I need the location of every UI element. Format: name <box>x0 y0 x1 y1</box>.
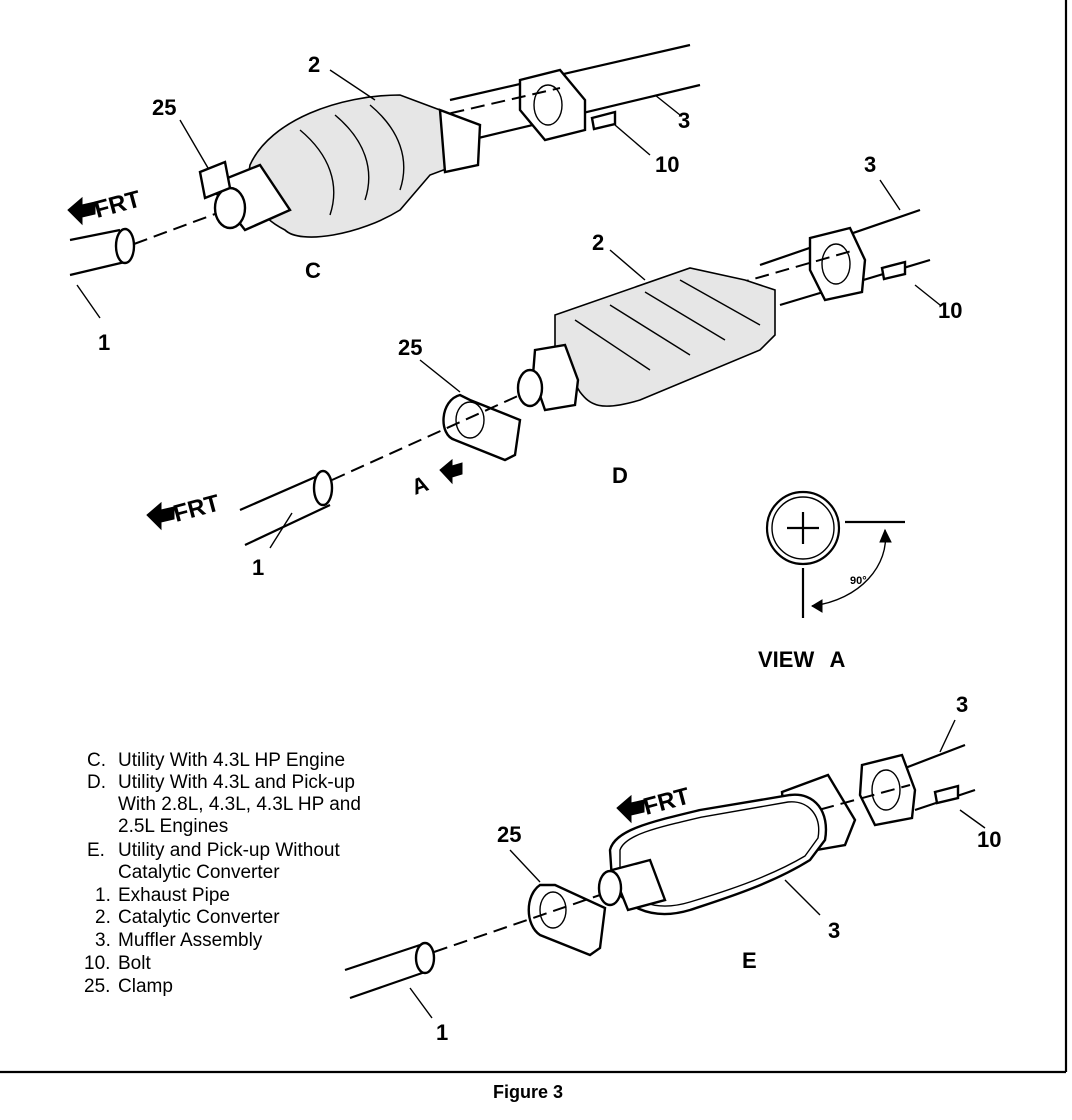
view-c-assembly <box>69 43 701 319</box>
view-e-callout-1: 1 <box>436 1020 448 1045</box>
view-d-callout-1: 1 <box>252 555 264 580</box>
svg-text:3.Muffler Assembly: 3. Muffler Assembly <box>95 930 263 951</box>
view-c-callout-10: 10 <box>655 152 679 177</box>
view-c-frt-label: FRT <box>92 186 144 224</box>
legend-key: C. <box>87 750 106 771</box>
legend-text: Muffler Assembly <box>118 930 263 951</box>
legend-text: 2.5L Engines <box>118 816 228 837</box>
legend-key: 1. <box>95 885 111 906</box>
view-a-arrow: A <box>408 458 463 500</box>
svg-text:D.Utility With 4.3L and Pick-u: D. Utility With 4.3L and Pick-up <box>87 772 355 793</box>
legend: C. Utility With 4.3L HP Engine D. Utility … <box>84 750 361 997</box>
view-c-flange <box>518 68 587 142</box>
view-e-callout-3: 3 <box>828 918 840 943</box>
view-d-letter: D <box>612 463 628 488</box>
legend-text: With 2.8L, 4.3L, 4.3L HP and <box>118 794 361 815</box>
svg-text:C.Utility With 4.3L HP Engine: C. Utility With 4.3L HP Engine <box>87 750 345 771</box>
view-d-callout-25: 25 <box>398 335 422 360</box>
view-e-muffler <box>608 793 828 915</box>
view-e-clamp <box>527 883 607 957</box>
svg-text:10.Bolt: 10. Bolt <box>84 953 151 974</box>
view-e-letter: E <box>742 948 757 973</box>
figure-caption: Figure 3 <box>493 1082 563 1102</box>
view-c-letter: C <box>305 258 321 283</box>
legend-key: 10. <box>84 953 110 974</box>
view-d-callout-10: 10 <box>938 298 962 323</box>
view-d-assembly <box>239 179 941 549</box>
view-e-bolt <box>933 784 960 805</box>
legend-text: Exhaust Pipe <box>118 885 230 906</box>
view-c-clamp <box>198 160 232 200</box>
view-c-callout-1: 1 <box>98 330 110 355</box>
svg-text:E.Utility and Pick-up Without: E. Utility and Pick-up Without <box>87 840 340 861</box>
legend-text: Clamp <box>118 976 173 997</box>
view-d-flange <box>808 226 867 302</box>
view-a-arrow-letter: A <box>408 471 432 500</box>
view-c-callout-25: 25 <box>152 95 176 120</box>
view-a-angle: 90° <box>850 575 867 587</box>
view-a-detail <box>765 490 905 618</box>
view-d-callout-3: 3 <box>864 152 876 177</box>
view-a-title: VIEW A <box>758 647 846 672</box>
legend-key: 3. <box>95 930 111 951</box>
view-c-callout-3: 3 <box>678 108 690 133</box>
view-d-frt-label: FRT <box>171 490 223 528</box>
legend-key: 25. <box>84 976 110 997</box>
view-e-callout-25: 25 <box>497 822 521 847</box>
legend-text: Catalytic Converter <box>118 862 280 883</box>
legend-key: 2. <box>95 907 111 928</box>
legend-text: Utility With 4.3L and Pick-up <box>118 772 355 793</box>
view-c-frt-arrow: FRT <box>67 186 144 226</box>
legend-text: Utility With 4.3L HP Engine <box>118 750 345 771</box>
svg-text:1.Exhaust Pipe: 1. Exhaust Pipe <box>95 885 230 906</box>
view-e-assembly <box>344 719 986 1019</box>
view-c-callout-2: 2 <box>308 52 320 77</box>
view-e-callout-3-top: 3 <box>956 692 968 717</box>
view-d-catalytic-converter <box>554 267 776 407</box>
legend-key: D. <box>87 772 106 793</box>
legend-text: Utility and Pick-up Without <box>118 840 340 861</box>
legend-text: Bolt <box>118 953 151 974</box>
view-d-frt-arrow: FRT <box>146 490 223 531</box>
view-e-callout-10: 10 <box>977 827 1001 852</box>
view-e-flange <box>858 753 917 827</box>
legend-text: Catalytic Converter <box>118 907 280 928</box>
view-d-bolt <box>880 260 907 281</box>
view-c-bolt <box>590 110 617 131</box>
view-d-callout-2: 2 <box>592 230 604 255</box>
svg-text:25.Clamp: 25. Clamp <box>84 976 173 997</box>
svg-text:2.Catalytic Converter: 2. Catalytic Converter <box>95 907 280 928</box>
legend-key: E. <box>87 840 105 861</box>
view-d-clamp <box>442 393 522 462</box>
